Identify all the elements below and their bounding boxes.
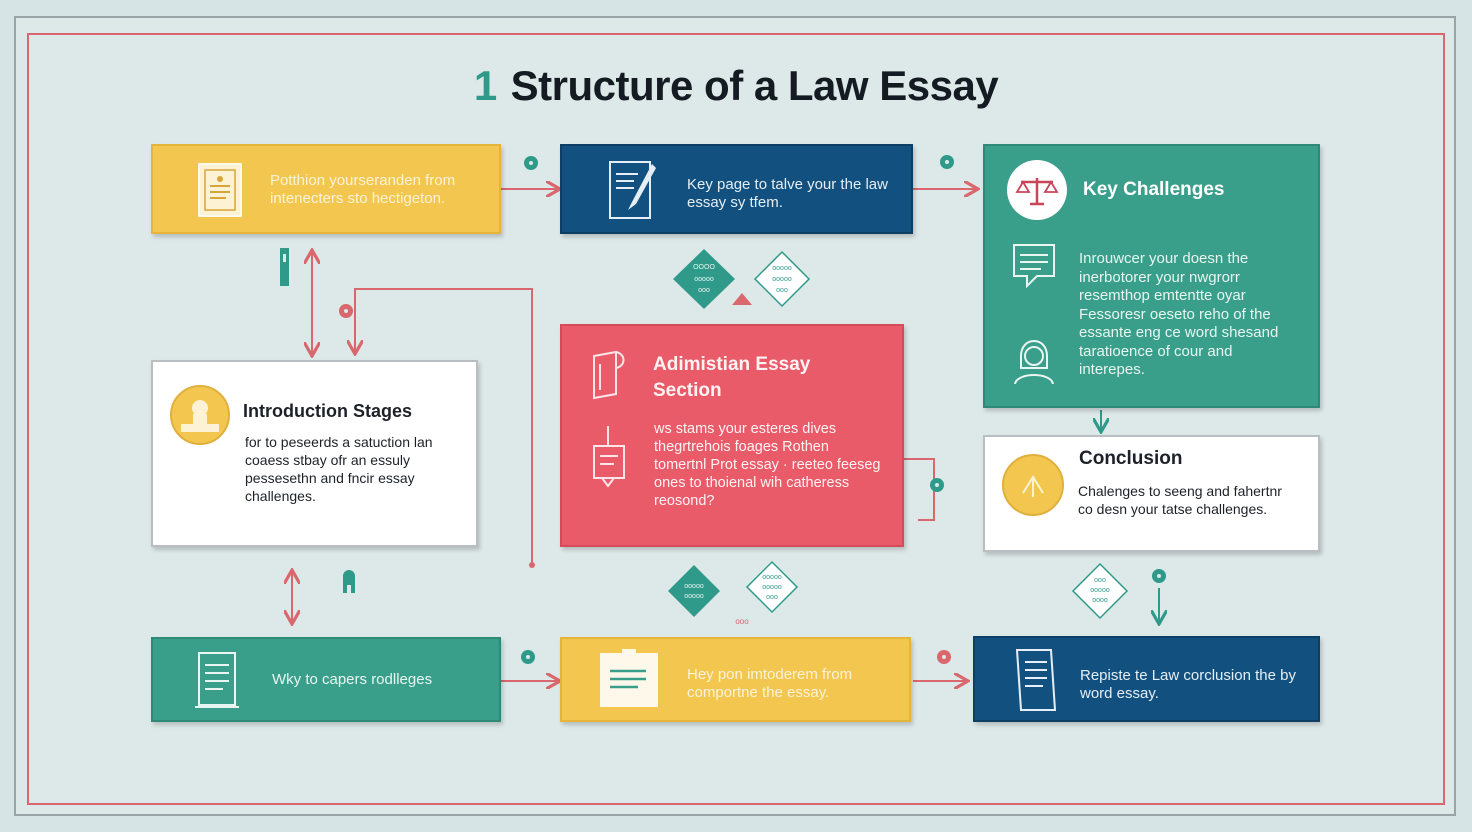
box-conclusion: Conclusion Chalenges to seeng and fahert…	[983, 435, 1320, 552]
box-center-section: Adimistian Essay Section ws stams your e…	[560, 324, 904, 547]
box-bottom-right-text: Repiste te Law corclusion the by word es…	[1080, 667, 1296, 702]
inner-frame	[27, 33, 1445, 805]
introduction-heading: Introduction Stages	[243, 401, 413, 421]
box-top-middle: Key page to talve your the law essay sy …	[560, 144, 913, 234]
pen-document-icon	[609, 161, 656, 219]
svg-text:ooooo: ooooo	[762, 574, 782, 581]
key-challenges-heading: Key Challenges	[1083, 179, 1225, 200]
diamond-bottom-a: ooooo ooooo	[668, 565, 720, 617]
award-icon	[170, 385, 230, 445]
scroll-icon	[593, 350, 625, 400]
diamond-top-a-label: OOOO	[693, 264, 715, 271]
box-top-left-text: Potthion yourseranden from intenecters s…	[270, 172, 456, 207]
title-number: 1	[473, 62, 497, 109]
glyph-left-lower	[343, 570, 355, 593]
diamond-right: ooo ooooo oooo	[1071, 562, 1129, 620]
center-text: ws stams your esteres dives thegrtrehois…	[654, 421, 881, 509]
introduction-text: for to peseerds a satuction lan coaess s…	[245, 434, 433, 504]
person-icon	[1014, 340, 1054, 385]
chat-icon	[1013, 244, 1055, 289]
box-introduction: Introduction Stages for to peseerds a sa…	[151, 360, 478, 547]
book-icon	[1015, 649, 1057, 711]
elbow-connector	[355, 288, 533, 565]
svg-text:ooooo: ooooo	[1090, 587, 1110, 594]
box-top-left: Potthion yourseranden from intenecters s…	[151, 144, 501, 234]
clipboard-list-icon	[600, 649, 658, 707]
glyph-left-upper	[280, 248, 289, 286]
key-challenges-text: Inrouwcer your doesn the inerbotorer you…	[1079, 250, 1279, 378]
svg-text:ooooo: ooooo	[772, 276, 792, 283]
conclusion-text: Chalenges to seeng and fahertnr co desn …	[1078, 483, 1282, 517]
title-text: Structure of a Law Essay	[510, 62, 999, 109]
svg-text:ooo: ooo	[698, 287, 710, 294]
svg-text:ooooo: ooooo	[772, 265, 792, 272]
box-top-middle-text: Key page to talve your the law essay sy …	[687, 176, 888, 211]
svg-text:ooooo: ooooo	[762, 584, 782, 591]
svg-text:ooooo: ooooo	[684, 593, 704, 600]
box-bottom-left-text: Wky to capers rodlleges	[272, 671, 433, 688]
svg-text:oooo: oooo	[1092, 597, 1108, 604]
notes-icon	[195, 652, 239, 708]
clipboard-icon	[593, 426, 625, 488]
svg-text:ooo: ooo	[1094, 577, 1106, 584]
diamond-top-b: ooooo ooooo ooo	[753, 250, 811, 308]
svg-text:ooo: ooo	[766, 594, 778, 601]
page-title: 1 Structure of a Law Essay	[0, 62, 1472, 110]
sun-icon	[1002, 454, 1064, 516]
svg-text:ooo: ooo	[776, 287, 788, 294]
document-icon	[198, 163, 242, 217]
diamond-top-a: OOOO ooooo ooo	[673, 249, 735, 309]
box-key-challenges: Key Challenges Inrouwcer your doesn the …	[983, 144, 1320, 408]
svg-text:ooooo: ooooo	[684, 583, 704, 590]
box-bottom-middle-text: Hey pon imtoderem from comportne the ess…	[687, 666, 853, 701]
small-label: ooo	[735, 617, 749, 626]
scales-icon	[1007, 160, 1067, 220]
box-bottom-right: Repiste te Law corclusion the by word es…	[973, 636, 1320, 722]
conclusion-heading: Conclusion	[1079, 448, 1183, 469]
svg-text:ooooo: ooooo	[694, 276, 714, 283]
up-triangle	[732, 293, 752, 305]
box-bottom-left: Wky to capers rodlleges	[151, 637, 501, 722]
box-bottom-middle: Hey pon imtoderem from comportne the ess…	[560, 637, 911, 722]
diamond-bottom-b: ooooo ooooo ooo	[745, 560, 799, 614]
center-heading: Adimistian Essay Section	[653, 354, 811, 401]
